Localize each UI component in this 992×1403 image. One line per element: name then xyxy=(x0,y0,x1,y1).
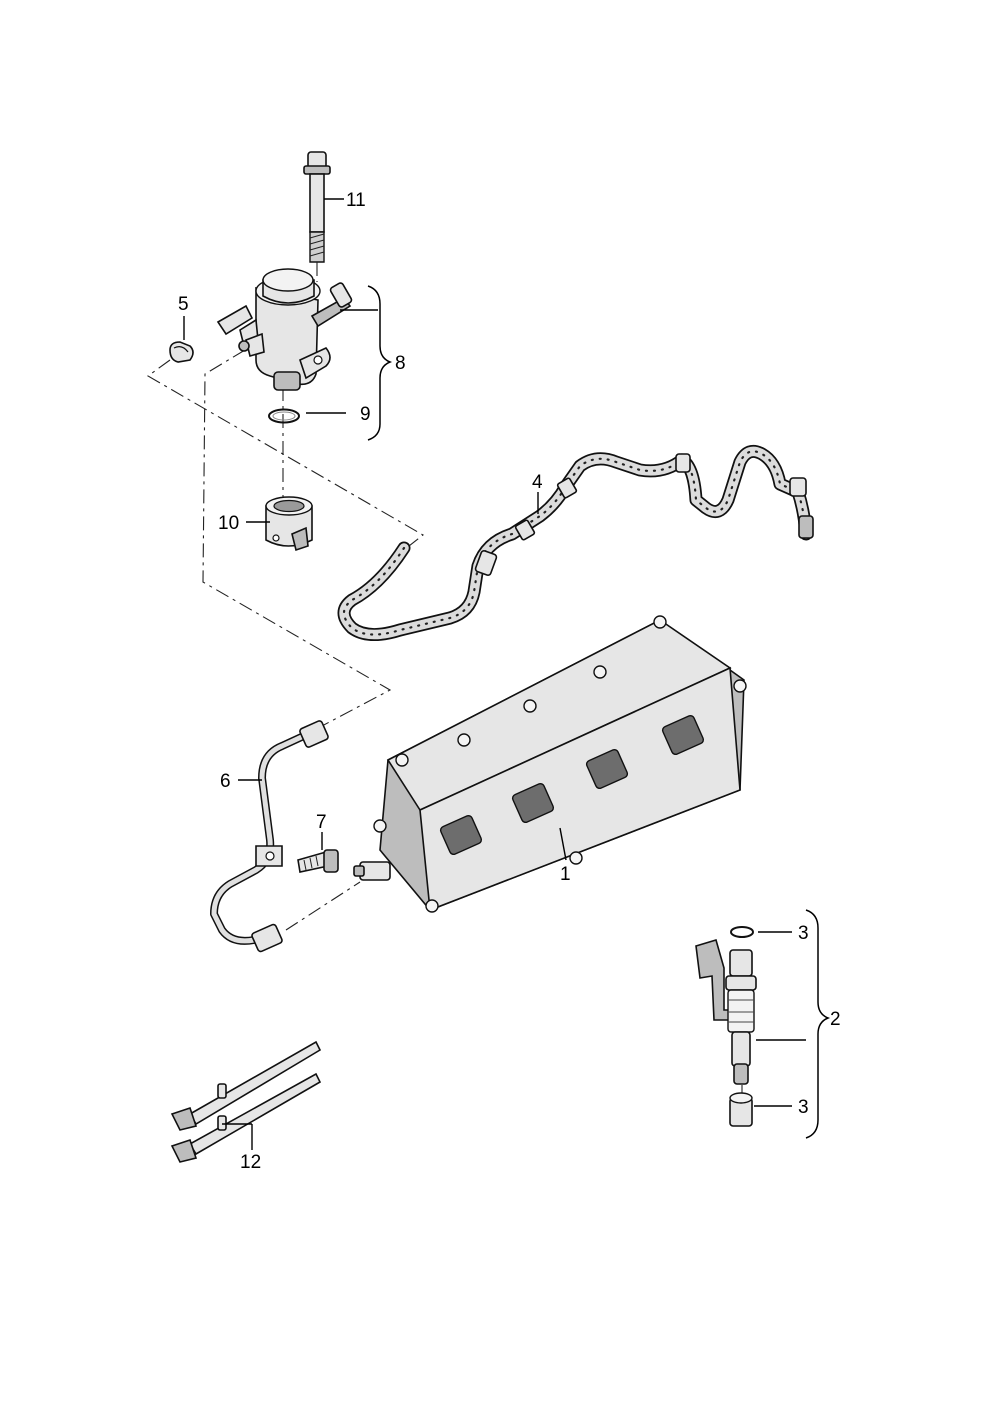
brace-group-8 xyxy=(367,285,393,441)
clamp-part-5 xyxy=(169,341,194,363)
callout-5: 5 xyxy=(178,294,189,315)
callout-8: 8 xyxy=(395,353,406,374)
seal-ring-part-3-top xyxy=(730,926,754,938)
callouts: 11 5 8 9 4 10 6 7 1 3 2 3 12 xyxy=(178,190,841,1173)
bushing-part-10 xyxy=(265,496,313,552)
callout-6: 6 xyxy=(220,771,231,792)
callout-3-top: 3 xyxy=(798,923,809,944)
sleeve-part-3-bottom xyxy=(729,1092,753,1127)
callout-2: 2 xyxy=(830,1009,841,1030)
cable-ties-part-12 xyxy=(170,1040,322,1163)
callout-9: 9 xyxy=(360,404,371,425)
callout-12: 12 xyxy=(240,1152,261,1173)
callout-10: 10 xyxy=(218,513,239,534)
brace-group-2 xyxy=(805,909,831,1139)
bolt-part-11 xyxy=(303,151,331,282)
callout-11: 11 xyxy=(346,190,366,211)
injector-part-2 xyxy=(695,939,757,1085)
leader-lines xyxy=(183,198,806,1150)
fuel-pipe-part-6 xyxy=(210,720,329,953)
high-pressure-pump-part-8 xyxy=(216,268,353,391)
screw-part-7 xyxy=(297,849,339,873)
callout-7: 7 xyxy=(316,812,327,833)
callout-4: 4 xyxy=(532,472,543,493)
callout-3-bottom: 3 xyxy=(798,1097,809,1118)
fuel-hose-part-4 xyxy=(337,444,814,641)
callout-1: 1 xyxy=(560,864,571,885)
seal-ring-part-9 xyxy=(268,408,300,424)
manifold-part-1 xyxy=(353,615,747,913)
